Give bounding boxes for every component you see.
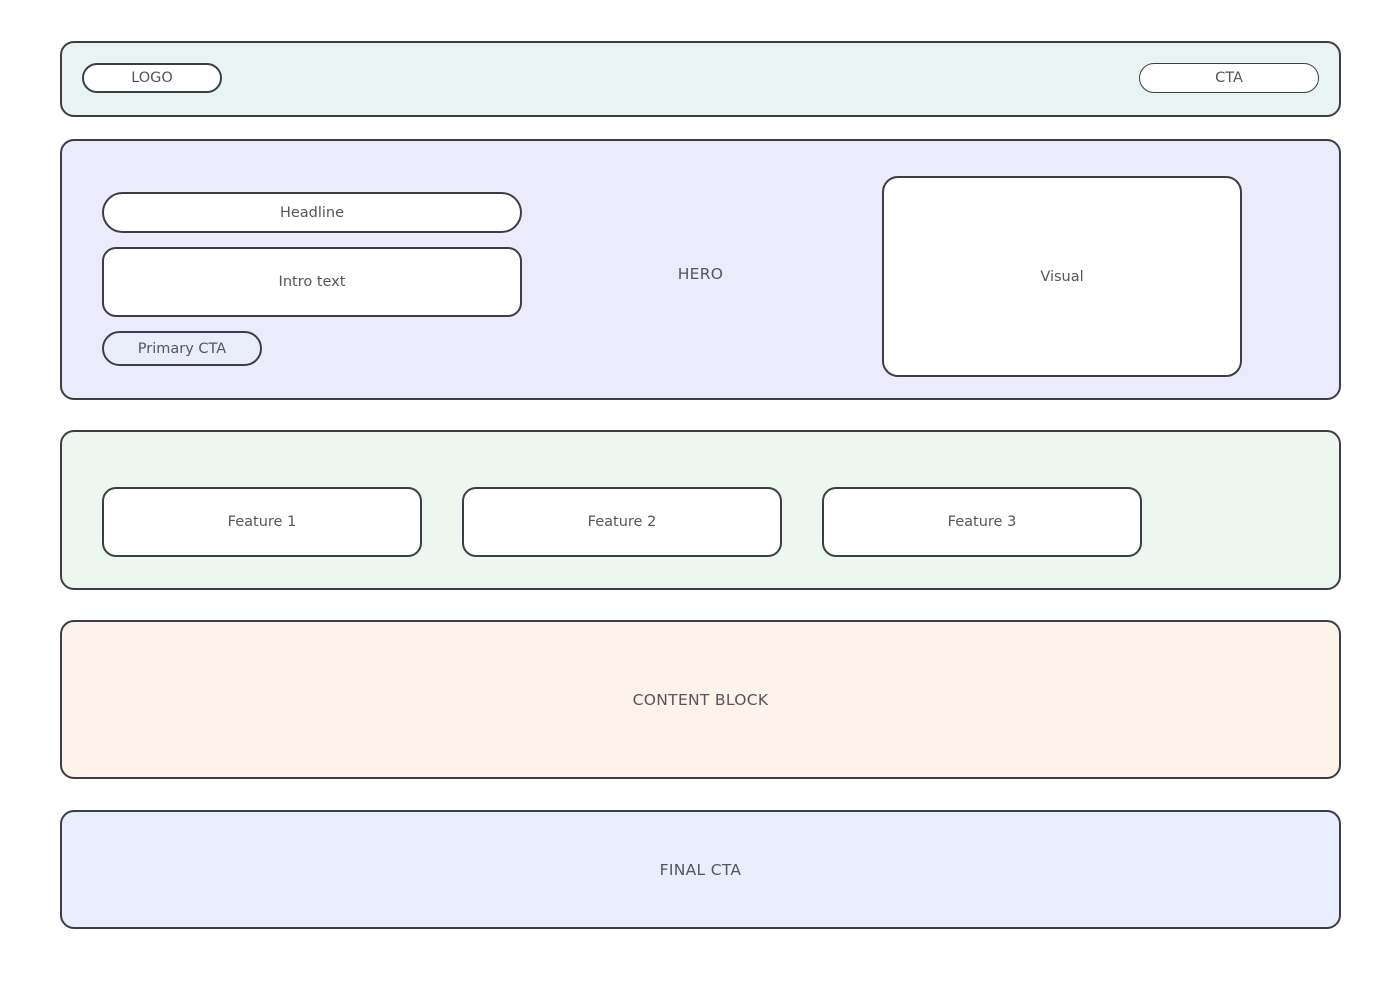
features-section: Feature 1 Feature 2 Feature 3 (60, 430, 1341, 590)
header-cta-label: CTA (1215, 70, 1243, 86)
hero-headline-placeholder: Headline (102, 192, 522, 233)
header-section: LOGO CTA (60, 41, 1341, 117)
content-block-label: CONTENT BLOCK (632, 690, 769, 709)
hero-section: Headline Intro text Primary CTA HERO Vis… (60, 139, 1341, 400)
hero-intro-label: Intro text (278, 274, 346, 290)
logo-button[interactable]: LOGO (82, 63, 222, 93)
feature-card[interactable]: Feature 3 (822, 487, 1142, 557)
hero-section-label: HERO (677, 265, 724, 283)
hero-primary-cta-button[interactable]: Primary CTA (102, 331, 262, 366)
feature-card[interactable]: Feature 2 (462, 487, 782, 557)
feature-card-label: Feature 1 (227, 514, 297, 530)
hero-visual-placeholder: Visual (882, 176, 1242, 377)
feature-card[interactable]: Feature 1 (102, 487, 422, 557)
header-cta-button[interactable]: CTA (1139, 63, 1319, 93)
final-cta-label: FINAL CTA (659, 860, 742, 879)
content-block-section: CONTENT BLOCK (60, 620, 1341, 779)
hero-intro-placeholder: Intro text (102, 247, 522, 317)
final-cta-section[interactable]: FINAL CTA (60, 810, 1341, 929)
hero-headline-label: Headline (279, 204, 345, 221)
hero-primary-cta-label: Primary CTA (137, 340, 227, 357)
feature-card-label: Feature 3 (947, 514, 1017, 530)
feature-card-label: Feature 2 (587, 514, 657, 530)
logo-label: LOGO (131, 70, 173, 86)
hero-visual-label: Visual (1040, 268, 1084, 285)
